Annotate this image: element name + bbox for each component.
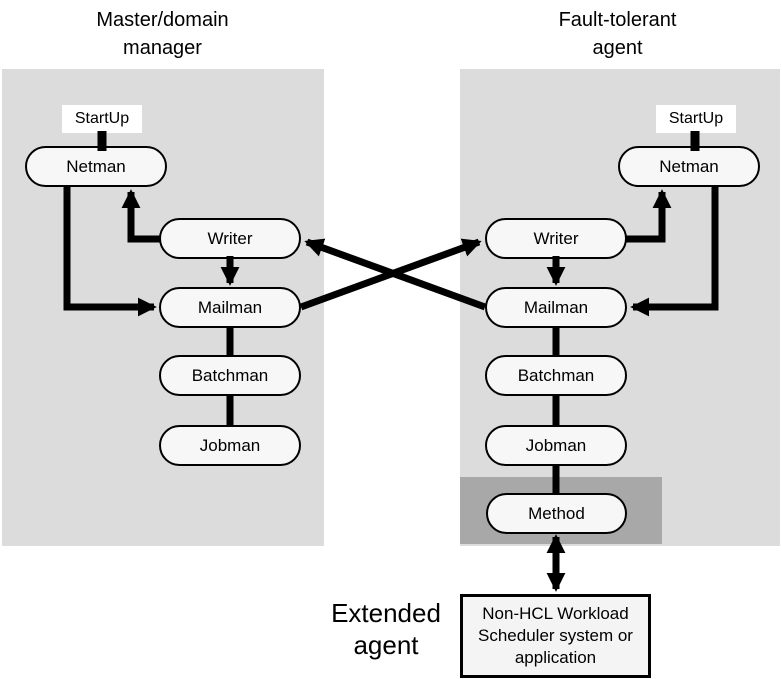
master-jobman-node: Jobman [159,425,301,466]
master-startup-box: StartUp [62,105,142,133]
arrow-fta-mailman-to-master-writer [304,238,487,311]
fta-method-node: Method [486,493,627,534]
external-system-box: Non-HCL Workload Scheduler system or app… [460,594,651,678]
master-mailman-node: Mailman [159,287,301,328]
arrow-master-mailman-to-fta-writer [299,238,482,311]
fta-batchman-node: Batchman [485,355,627,396]
fta-jobman-node: Jobman [485,425,627,466]
master-writer-node: Writer [159,218,301,259]
fta-netman-node: Netman [618,146,760,187]
extended-agent-label: Extended agent [331,598,441,660]
master-netman-node: Netman [25,146,167,187]
master-domain-manager-title: Master/domain manager [96,9,229,59]
fta-startup-box: StartUp [656,105,736,133]
fault-tolerant-agent-title: Fault-tolerant agent [558,9,677,59]
fta-mailman-node: Mailman [485,287,627,328]
master-batchman-node: Batchman [159,355,301,396]
fta-writer-node: Writer [485,218,627,259]
